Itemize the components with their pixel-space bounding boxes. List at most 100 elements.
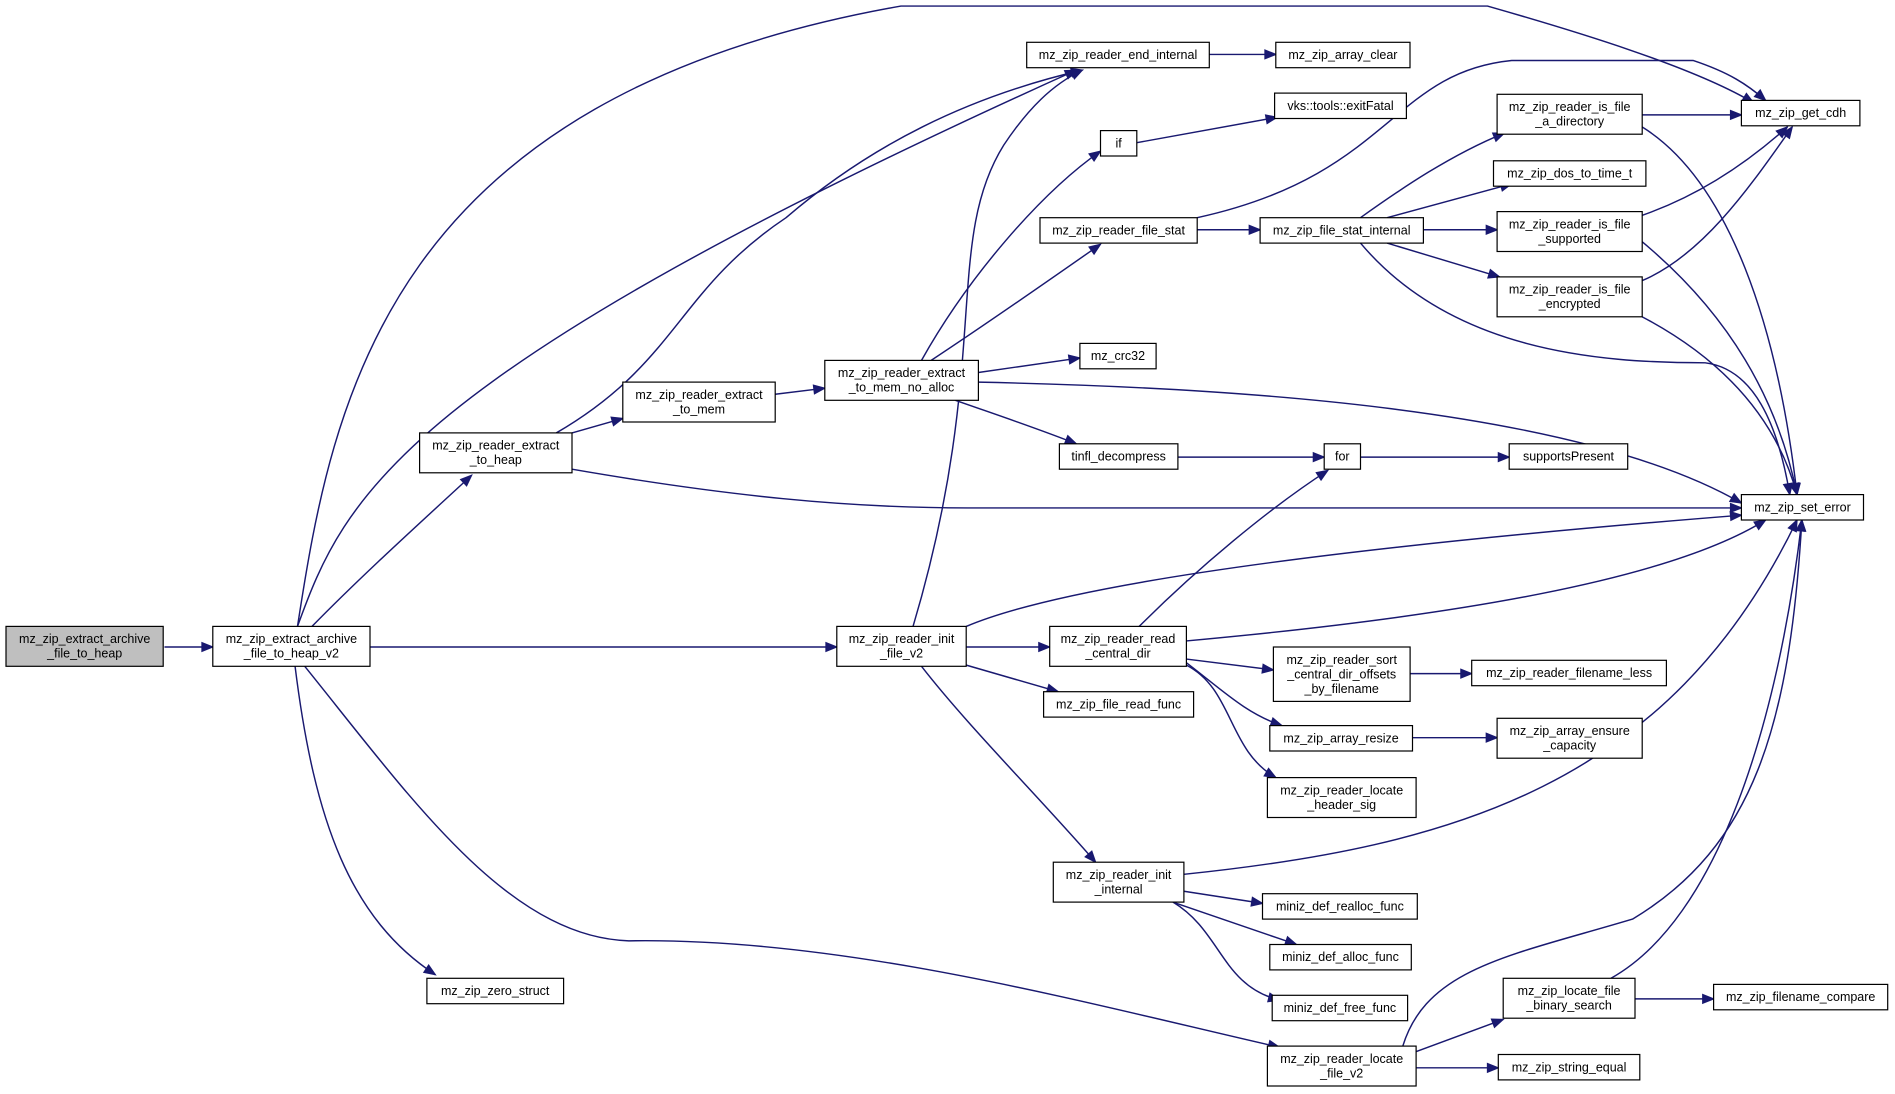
edge-line (296, 69, 1077, 627)
edge-line (1183, 519, 1798, 876)
node-mz-zip-reader-end-internal[interactable]: mz_zip_reader_end_internal (1026, 41, 1210, 69)
node-label: for (1335, 450, 1350, 464)
edge-n16-to-n20 (571, 468, 1744, 514)
edge-n14-to-n6 (930, 243, 1102, 361)
arrowhead (1753, 88, 1767, 102)
node-mz-zip-locate-file-binary-search[interactable]: mz_zip_locate_file_binary_search (1502, 977, 1636, 1019)
node-mz-zip-zero-struct[interactable]: mz_zip_zero_struct (426, 977, 565, 1005)
edge-line (978, 357, 1081, 374)
node-mz-zip-reader-extract-to-mem-no-alloc[interactable]: mz_zip_reader_extract_to_mem_no_alloc (824, 359, 979, 401)
node-label: _file_v2 (1319, 1066, 1363, 1080)
edge-n11-to-n9 (1642, 125, 1789, 216)
node-mz-zip-reader-init-file-v2[interactable]: mz_zip_reader_init_file_v2 (836, 625, 967, 667)
node-mz-zip-reader-is-file-a-directory[interactable]: mz_zip_reader_is_file_a_directory (1496, 93, 1643, 135)
edge-n16-to-n13 (571, 416, 625, 434)
edge-layer (164, 5, 1807, 1074)
node-mz-zip-array-clear[interactable]: mz_zip_array_clear (1275, 41, 1411, 69)
node-box (212, 625, 371, 667)
node-mz-zip-reader-file-stat[interactable]: mz_zip_reader_file_stat (1039, 217, 1198, 244)
node-mz-crc32[interactable]: mz_crc32 (1079, 342, 1157, 370)
node-label: _central_dir (1084, 647, 1150, 661)
node-label: mz_zip_string_equal (1512, 1060, 1627, 1074)
node-miniz-def-alloc-func[interactable]: miniz_def_alloc_func (1269, 943, 1412, 971)
node-box (1079, 342, 1157, 370)
node-mz-zip-reader-extract-to-mem[interactable]: mz_zip_reader_extract_to_mem (622, 381, 776, 423)
edge-n12-to-n20 (1641, 316, 1800, 497)
edge-line (1642, 126, 1788, 216)
edge-line (571, 468, 1742, 509)
node-for[interactable]: for (1323, 443, 1362, 470)
edge-line (1359, 242, 1791, 495)
node-label: mz_zip_reader_init (849, 632, 955, 646)
node-mz-zip-reader-is-file-encrypted[interactable]: mz_zip_reader_is_file_encrypted (1496, 276, 1643, 318)
node-mz-zip-reader-locate-header-sig[interactable]: mz_zip_reader_locate_header_sig (1266, 776, 1417, 819)
node-mz-zip-reader-is-file-supported[interactable]: mz_zip_reader_is_file_supported (1496, 211, 1643, 253)
node-supportspresent[interactable]: supportsPresent (1508, 443, 1629, 470)
arrowhead (1067, 354, 1082, 365)
arrowhead (201, 641, 215, 653)
node-mz-zip-reader-locate-file-v2[interactable]: mz_zip_reader_locate_file_v2 (1266, 1045, 1417, 1087)
edge-n14-to-n20 (978, 381, 1743, 504)
edge-n1-to-n21 (370, 641, 839, 653)
edge-line (1186, 519, 1766, 642)
edge-n1-to-n33 (294, 666, 437, 976)
node-box (419, 432, 573, 474)
node-mz-zip-extract-archive-file-to-heap[interactable]: mz_zip_extract_archive_file_to_heap (5, 625, 164, 667)
node-mz-zip-reader-sort-central-dir-offsets-by-filename[interactable]: mz_zip_reader_sort_central_dir_offsets_b… (1272, 646, 1411, 703)
node-label: miniz_def_realloc_func (1276, 899, 1404, 913)
arrowhead (1088, 243, 1102, 256)
edge-line (1138, 469, 1329, 627)
node-mz-zip-file-stat-internal[interactable]: mz_zip_file_stat_internal (1259, 217, 1424, 244)
node-if[interactable]: if (1099, 130, 1138, 157)
edge-n6-to-n9 (1197, 59, 1767, 219)
node-mz-zip-reader-init-internal[interactable]: mz_zip_reader_init_internal (1052, 861, 1185, 903)
node-label: _file_to_heap (46, 647, 122, 661)
node-mz-zip-array-resize[interactable]: mz_zip_array_resize (1269, 724, 1414, 752)
node-box (1275, 41, 1411, 69)
node-mz-zip-set-error[interactable]: mz_zip_set_error (1740, 494, 1865, 521)
node-mz-zip-array-ensure-capacity[interactable]: mz_zip_array_ensure_capacity (1496, 717, 1643, 759)
node-mz-zip-reader-read-central-dir[interactable]: mz_zip_reader_read_central_dir (1049, 625, 1187, 667)
node-mz-zip-extract-archive-file-to-heap-v2[interactable]: mz_zip_extract_archive_file_to_heap_v2 (212, 625, 371, 667)
node-vks-tools-exitfatal[interactable]: vks::tools::exitFatal (1273, 92, 1407, 120)
node-box (1492, 160, 1647, 187)
node-mz-zip-file-read-func[interactable]: mz_zip_file_read_func (1042, 691, 1195, 718)
node-mz-zip-get-cdh[interactable]: mz_zip_get_cdh (1740, 99, 1861, 127)
edge-n21-to-n29 (920, 665, 1097, 864)
node-label: mz_zip_dos_to_time_t (1507, 167, 1633, 181)
node-box (1052, 861, 1185, 903)
arrowhead (812, 384, 827, 395)
arrowhead (1063, 434, 1078, 445)
node-mz-zip-reader-extract-to-heap[interactable]: mz_zip_reader_extract_to_heap (419, 432, 573, 474)
node-box (1042, 691, 1195, 718)
arrowhead (1487, 268, 1502, 279)
node-miniz-def-free-func[interactable]: miniz_def_free_func (1271, 994, 1409, 1022)
node-label: mz_zip_reader_filename_less (1486, 666, 1652, 680)
node-mz-zip-dos-to-time-t[interactable]: mz_zip_dos_to_time_t (1492, 160, 1647, 187)
node-label: mz_crc32 (1091, 349, 1145, 363)
arrowhead (1283, 935, 1298, 946)
node-mz-zip-reader-filename-less[interactable]: mz_zip_reader_filename_less (1471, 659, 1667, 687)
node-box (1266, 1045, 1417, 1087)
node-label: mz_zip_reader_sort (1286, 653, 1397, 667)
edge-line (555, 69, 1083, 434)
edge-n21-to-n22 (966, 641, 1052, 653)
node-mz-zip-filename-compare[interactable]: mz_zip_filename_compare (1712, 983, 1889, 1011)
edge-n8-to-n9 (1642, 109, 1744, 121)
edge-n14-to-n15 (978, 354, 1082, 374)
node-mz-zip-string-equal[interactable]: mz_zip_string_equal (1497, 1053, 1641, 1081)
arrowhead (1490, 1018, 1505, 1029)
node-box (1508, 443, 1629, 470)
edge-line (955, 399, 1077, 445)
node-box (1502, 977, 1636, 1019)
node-label: vks::tools::exitFatal (1287, 99, 1393, 113)
edge-n22-to-n28 (1186, 664, 1278, 779)
node-tinfl-decompress[interactable]: tinfl_decompress (1058, 443, 1179, 470)
edge-line (1136, 116, 1278, 144)
node-miniz-def-realloc-func[interactable]: miniz_def_realloc_func (1261, 893, 1418, 920)
node-label: mz_zip_reader_is_file (1509, 283, 1631, 297)
node-label: mz_zip_array_ensure (1510, 724, 1630, 738)
edge-n21-to-n25 (966, 664, 1060, 694)
node-label: mz_zip_zero_struct (441, 984, 550, 998)
